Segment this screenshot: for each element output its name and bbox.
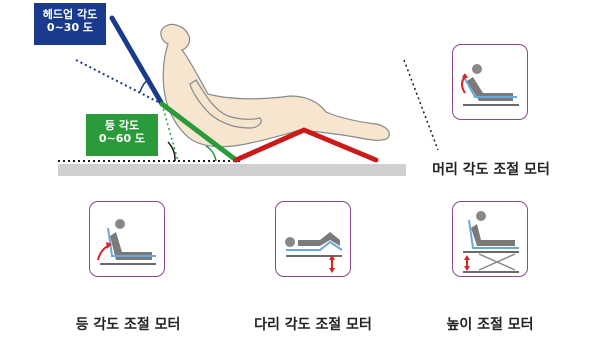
head-reference-line <box>75 59 163 105</box>
head-angle-tag: 헤드업 각도 0~30 도 <box>34 3 106 45</box>
head-tilt-icon <box>461 64 519 106</box>
head-motor-card <box>452 44 528 120</box>
height-lift-icon <box>463 211 519 273</box>
height-motor-card <box>452 201 528 277</box>
head-angle-title: 헤드업 각도 <box>42 8 98 21</box>
leg-motor-caption: 다리 각도 조절 모터 <box>254 317 372 333</box>
back-angle-range: 0~60 도 <box>98 132 146 145</box>
patient-arm <box>189 79 262 129</box>
head-motor-caption: 머리 각도 조절 모터 <box>432 162 550 178</box>
head-segment <box>109 15 165 107</box>
back-segment <box>159 101 239 163</box>
back-angle-title: 등 각도 <box>104 119 140 132</box>
back-tilt-icon <box>97 219 156 265</box>
height-motor-caption: 높이 조절 모터 <box>446 317 534 333</box>
back-motor-card <box>89 201 165 277</box>
leg-tilt-icon <box>285 232 343 273</box>
back-motor-caption: 등 각도 조절 모터 <box>75 317 181 333</box>
back-angle-arc <box>167 141 176 162</box>
leg-segment <box>233 127 379 163</box>
leg-motor-card <box>275 201 351 277</box>
right-reference-line <box>403 59 439 151</box>
head-angle-range: 0~30 도 <box>46 21 94 34</box>
bed-base <box>58 164 406 176</box>
back-angle-tag: 등 각도 0~60 도 <box>86 114 158 156</box>
green-angle-arc <box>205 145 217 162</box>
